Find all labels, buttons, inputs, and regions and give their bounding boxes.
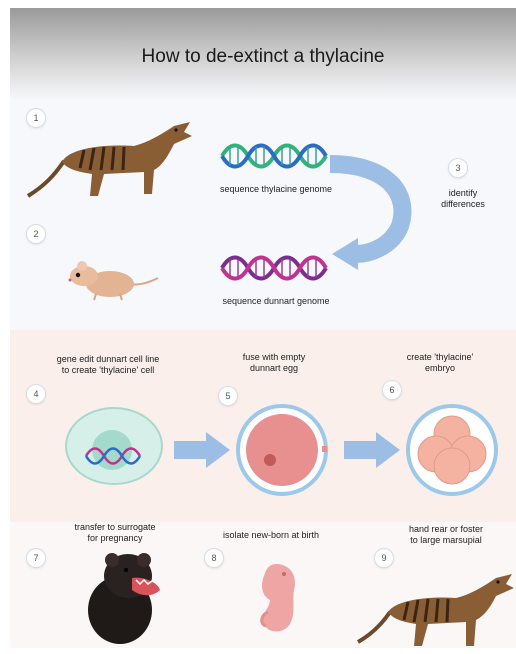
step-3-label: identify differences xyxy=(428,188,498,210)
dunnart-egg-image xyxy=(236,404,328,496)
step-4-label: gene edit dunnart cell line to create 't… xyxy=(38,354,178,376)
step-6-label: create 'thylacine' embryo xyxy=(380,352,500,374)
step-6-badge: 6 xyxy=(382,380,402,400)
thylacine-image xyxy=(24,116,194,202)
step-9-label: hand rear or foster to large marsupial xyxy=(386,524,506,546)
edited-cell-image xyxy=(62,404,166,488)
step-9-label-line1: hand rear or foster xyxy=(386,524,506,535)
step-7-label-line2: for pregnancy xyxy=(50,533,180,544)
step-2-badge: 2 xyxy=(26,224,46,244)
step-7-label: transfer to surrogate for pregnancy xyxy=(50,522,180,544)
header-banner: How to de-extinct a thylacine xyxy=(10,8,516,100)
arrow-right-icon xyxy=(344,432,400,468)
dna-dunnart-icon xyxy=(220,252,330,284)
dna-thylacine-icon xyxy=(220,140,330,172)
step-2-label: sequence dunnart genome xyxy=(186,296,366,307)
step-5-label-line2: dunnart egg xyxy=(224,363,324,374)
step-4-badge: 4 xyxy=(26,384,46,404)
step-8-badge: 8 xyxy=(204,548,224,568)
joey-image xyxy=(246,556,306,636)
step-6-label-line2: embryo xyxy=(380,363,500,374)
tasmanian-devil-image xyxy=(82,548,166,648)
step-9-label-line2: to large marsupial xyxy=(386,535,506,546)
embryo-image xyxy=(406,404,498,496)
page-title: How to de-extinct a thylacine xyxy=(10,46,516,68)
step-5-badge: 5 xyxy=(218,386,238,406)
step-8-label: isolate new-born at birth xyxy=(206,530,336,541)
thylacine-adult-image xyxy=(356,568,516,648)
step-5-label-line1: fuse with empty xyxy=(224,352,324,363)
step-4-label-line1: gene edit dunnart cell line xyxy=(38,354,178,365)
step-9-badge: 9 xyxy=(374,548,394,568)
step-7-badge: 7 xyxy=(26,548,46,568)
step-5-label: fuse with empty dunnart egg xyxy=(224,352,324,374)
step-4-label-line2: to create 'thylacine' cell xyxy=(38,365,178,376)
step-3-badge: 3 xyxy=(448,158,468,178)
infographic: How to de-extinct a thylacine 1 sequence… xyxy=(10,8,516,648)
curved-arrow xyxy=(330,146,420,276)
dunnart-image xyxy=(60,256,160,302)
step-6-label-line1: create 'thylacine' xyxy=(380,352,500,363)
arrow-right-icon xyxy=(174,432,230,468)
step-7-label-line1: transfer to surrogate xyxy=(50,522,180,533)
